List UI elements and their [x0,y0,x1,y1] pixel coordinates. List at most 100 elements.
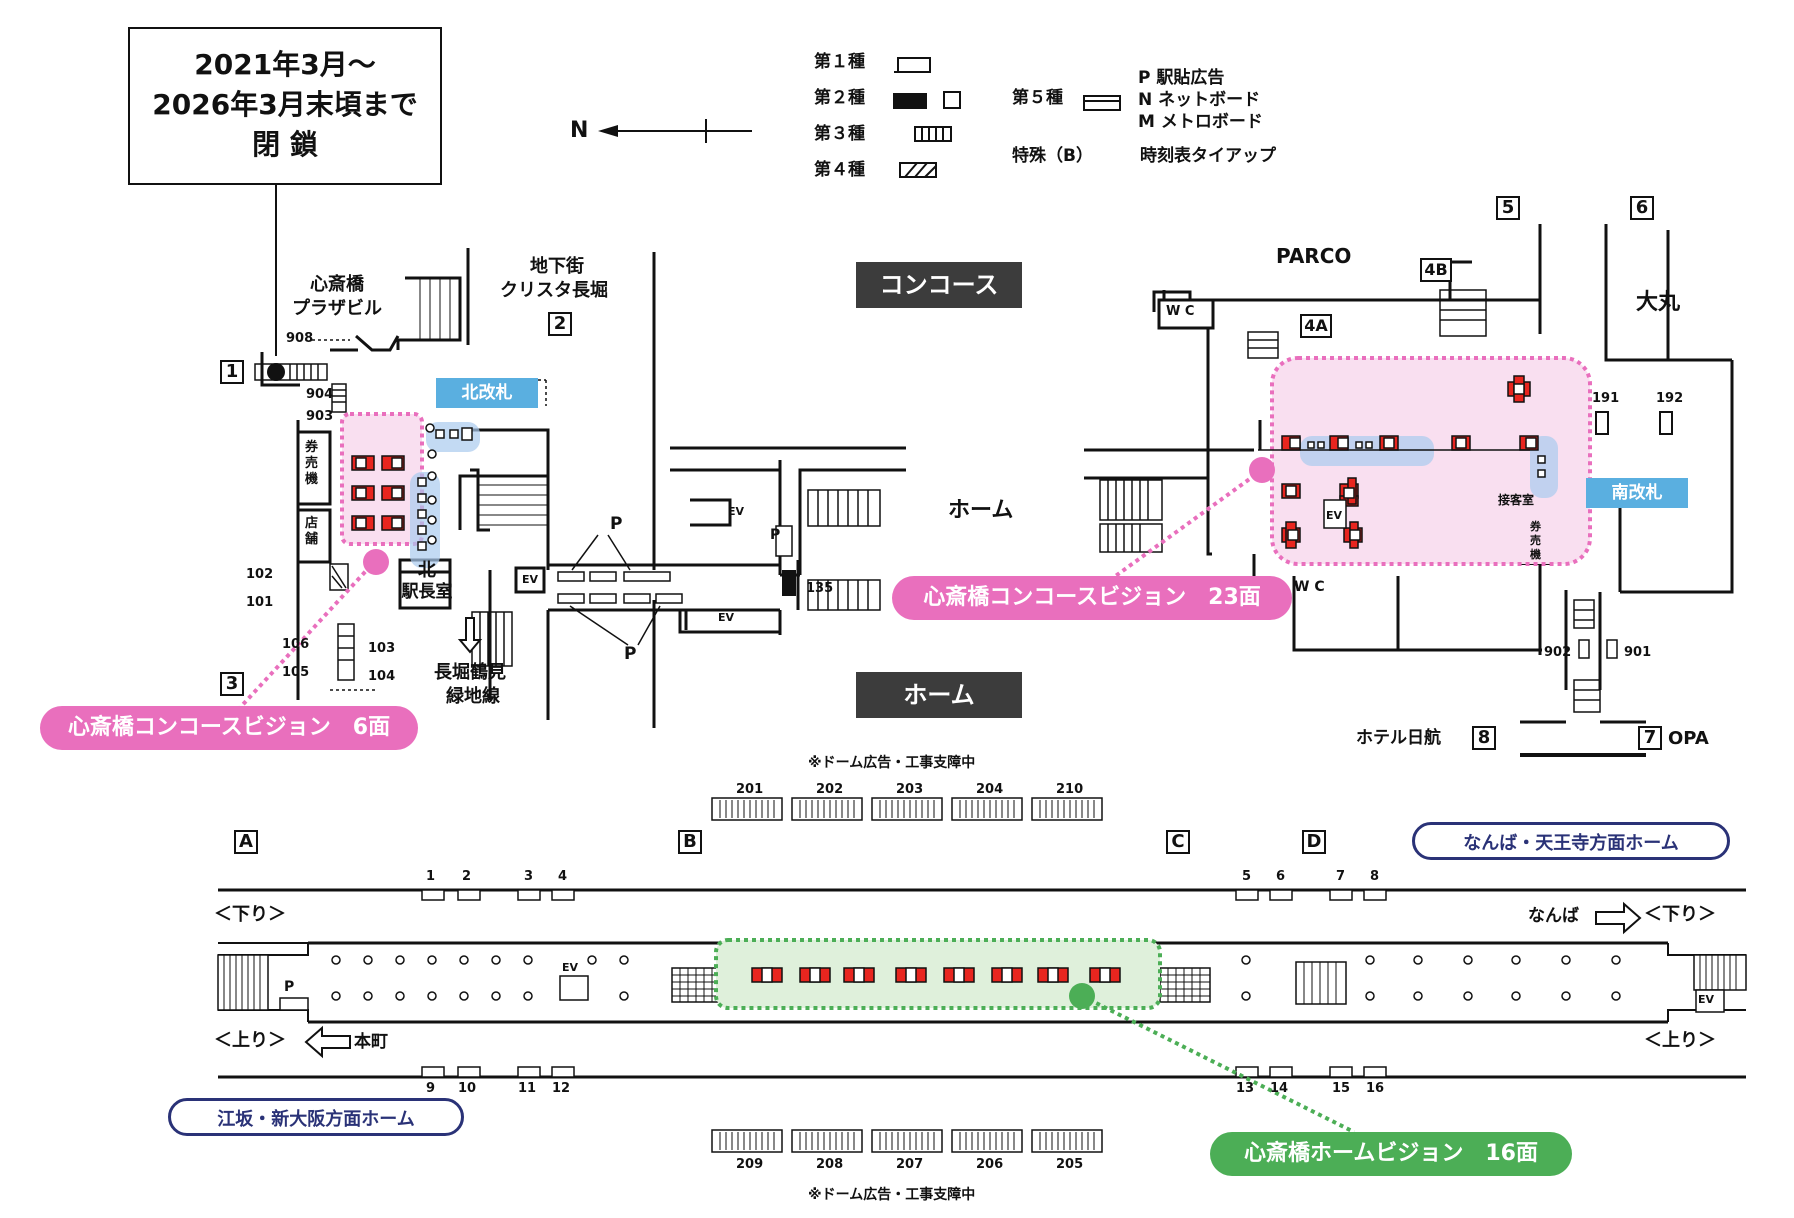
legend-type2: 第２種 [814,88,865,108]
dome-210: 210 [1056,782,1084,797]
ad-101: 101 [246,595,274,610]
concourse-heading: コンコース [856,262,1022,308]
closure-notice-line1: 2021年3月～ [194,48,376,81]
ad-908: 908 [286,331,314,346]
nagahori-label-2: 緑地線 [446,686,500,707]
dome-201: 201 [736,782,764,797]
marker-c: C [1166,830,1190,854]
namba-platform-badge: なんば・天王寺方面ホーム [1412,822,1730,860]
closure-notice-line2: 2026年3月末頃まで [152,88,418,121]
exit-2: 2 [548,312,572,336]
closure-notice: 2021年3月～ 2026年3月末頃まで 閉 鎖 [128,27,442,185]
ad-102: 102 [246,567,274,582]
reception-room: 接客室 [1498,493,1535,507]
network-board-area-south [1300,436,1434,466]
marker-b: B [678,830,702,854]
ad-192: 192 [1656,391,1684,406]
ad-192-marker [1659,411,1673,435]
pos-3: 3 [524,869,534,884]
legend-special: 特殊（B） [1012,146,1093,166]
opa-label: OPA [1668,728,1709,749]
ad-191-marker [1595,411,1609,435]
dome-notice-top: ※ドーム広告・工事支障中 [808,755,976,771]
legend-type5: 第５種 [1012,88,1063,108]
ev-south: EV [1326,509,1343,522]
dome-202: 202 [816,782,844,797]
pos-4: 4 [558,869,568,884]
legend-type1: 第１種 [814,52,865,72]
pos-13: 13 [1236,1081,1255,1096]
dome-205: 205 [1056,1157,1084,1172]
plaza-label-1: 心斎橋 [310,274,364,295]
ad-104: 104 [368,669,396,684]
ticket-machine-north: 券売機 [305,440,319,487]
platform-ad-boxes [421,889,1387,1078]
callout-dot-6 [363,549,389,575]
pos-7: 7 [1336,869,1346,884]
exit-4a: 4A [1300,314,1332,338]
stationmaster-1: 北 [418,560,436,581]
central-stairs [807,489,881,611]
home-vision-screens [751,967,1121,983]
parco-label: PARCO [1276,244,1352,268]
ad-103: 103 [368,641,396,656]
p-label-central: P [770,527,781,543]
ev-platform-2: EV [1698,993,1715,1006]
callout-pointer-16 [1081,994,1355,1134]
namba-label: なんば [1528,906,1579,926]
dome-notice-bottom: ※ドーム広告・工事支障中 [808,1187,976,1203]
ad-106: 106 [282,637,310,652]
platform-pillars [331,955,1621,1001]
dome-boards-top [711,797,1103,821]
north-concourse-walls [260,248,656,728]
dome-206: 206 [976,1157,1004,1172]
up-left: ＜上り＞ [214,1030,286,1051]
marker-a: A [234,830,258,854]
down-right: ＜下り＞ [1644,904,1716,925]
platform-stair-lines [223,955,1737,1010]
ev-north: EV [522,573,539,586]
plaza-label-2: プラザビル [292,298,382,319]
central-corridor [548,446,906,635]
exit-8: 8 [1472,726,1496,750]
hotel-label: ホテル日航 [1356,728,1441,748]
pos-11: 11 [518,1081,537,1096]
exit-1: 1 [220,360,244,384]
exit-4b: 4B [1420,258,1452,282]
pos-10: 10 [458,1081,477,1096]
concourse-vision-6-callout: 心斎橋コンコースビジョン 6面 [40,706,418,750]
home-heading: ホーム [856,672,1022,718]
pos-14: 14 [1270,1081,1289,1096]
daimaru-label: 大丸 [1636,290,1681,315]
pos-16: 16 [1366,1081,1385,1096]
north-gate: 北改札 [436,378,538,408]
ev-central-1: EV [728,505,745,518]
legend-type4: 第４種 [814,160,865,180]
dome-209: 209 [736,1157,764,1172]
exit-1-closed-marker [267,363,285,381]
legend-type5-p: P 駅貼広告 [1138,68,1225,88]
exit-7: 7 [1638,726,1662,750]
home-vision-zone-16 [714,938,1162,1010]
pos-6: 6 [1276,869,1286,884]
pos-12: 12 [552,1081,571,1096]
pos-1: 1 [426,869,436,884]
underground-label-1: 地下街 [530,256,584,277]
legend-type5-n: N ネットボード [1138,90,1261,110]
concourse-vision-23-callout: 心斎橋コンコースビジョン 23面 [892,576,1292,620]
south-concourse-walls [1084,224,1734,757]
honmachi-label: 本町 [354,1032,388,1052]
pos-15: 15 [1332,1081,1351,1096]
shop: 店舗 [305,516,319,547]
ad-904: 904 [306,387,334,402]
stationmaster-2: 駅長室 [401,582,453,602]
vision-screens-6 [351,455,405,531]
home-vision-16-callout: 心斎橋ホームビジョン 16面 [1210,1132,1572,1176]
ad-105: 105 [282,665,310,680]
nagahori-arrow [457,617,483,654]
home-mid-label: ホーム [948,498,1014,523]
p-label-top: P [610,514,623,534]
exit-6: 6 [1630,196,1654,220]
ad-135: 135 [806,581,834,596]
